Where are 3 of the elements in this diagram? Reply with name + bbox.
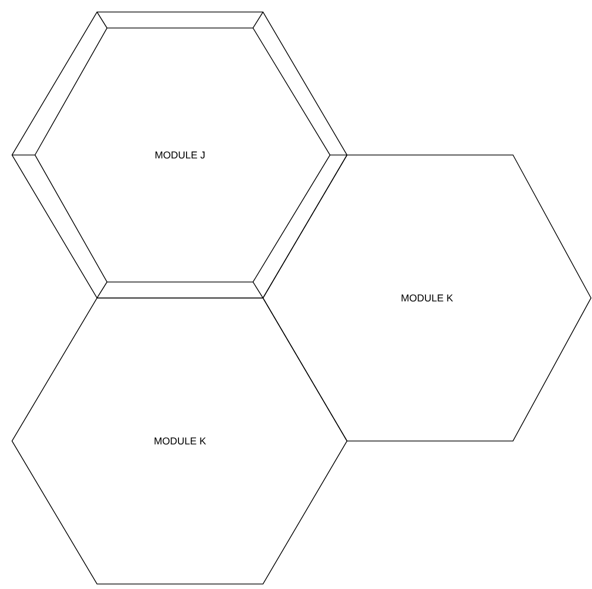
- hexagon-module: MODULE K: [12, 298, 348, 584]
- hexagon-module: MODULE J: [12, 12, 348, 298]
- hexagon-module: MODULE K: [262, 154, 592, 442]
